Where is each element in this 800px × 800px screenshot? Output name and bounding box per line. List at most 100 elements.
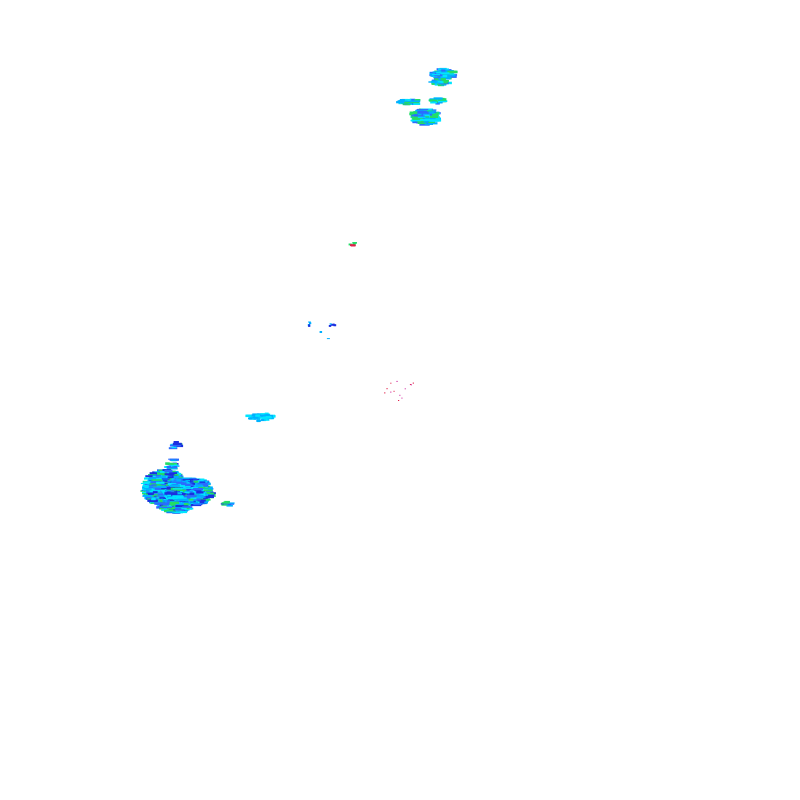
- echo-bin: [200, 492, 208, 494]
- echo-bin: [447, 71, 452, 74]
- echo-bin: [169, 470, 176, 473]
- echo-bin: [413, 115, 425, 117]
- echo-bin: [413, 102, 421, 105]
- echo-bin: [256, 419, 261, 422]
- echo-bin: [151, 484, 157, 486]
- echo-bin: [146, 488, 152, 491]
- echo-bin: [140, 490, 151, 492]
- echo-bin: [425, 121, 432, 123]
- echo-bin: [170, 459, 177, 462]
- echo-bin: [184, 482, 195, 485]
- echo-bin: [197, 499, 206, 502]
- echo-bin: [435, 103, 440, 105]
- echo-bin: [169, 501, 179, 504]
- echo-bin: [409, 100, 421, 103]
- echo-bin: [159, 497, 166, 499]
- echo-bin: [162, 479, 168, 482]
- echo-bin: [270, 415, 276, 418]
- echo-bin: [163, 503, 170, 506]
- echo-bin: [147, 498, 154, 501]
- echo-bin: [142, 485, 149, 487]
- echo-bin: [410, 101, 420, 104]
- echo-bin: [166, 511, 175, 513]
- echo-bin: [422, 110, 434, 112]
- echo-bin: [152, 491, 158, 494]
- echo-bin: [308, 321, 311, 323]
- echo-bin: [198, 493, 209, 496]
- echo-layer: [140, 67, 458, 514]
- echo-bin: [186, 492, 192, 494]
- echo-bin: [182, 506, 193, 508]
- echo-bin: [428, 99, 437, 102]
- echo-bin: [167, 466, 178, 469]
- echo-bin: [183, 503, 189, 506]
- echo-bin: [148, 477, 157, 481]
- echo-bin: [171, 493, 176, 496]
- echo-bin: [409, 99, 415, 102]
- echo-bin: [185, 485, 191, 488]
- echo-bin: [173, 492, 178, 495]
- echo-bin: [164, 469, 173, 473]
- echo-bin: [162, 478, 170, 480]
- echo-bin: [224, 500, 230, 504]
- echo-bin: [185, 484, 195, 487]
- echo-bin: [161, 506, 172, 509]
- echo-bin: [396, 101, 405, 104]
- echo-bin: [352, 243, 356, 245]
- echo-bin: [386, 388, 388, 390]
- echo-bin: [147, 493, 159, 495]
- clutter-dots-center: [384, 380, 414, 401]
- echo-bin: [438, 81, 444, 83]
- echo-bin: [417, 120, 428, 123]
- echo-bin: [159, 483, 166, 486]
- echo-bin: [171, 467, 178, 470]
- echo-bin: [152, 476, 160, 479]
- echo-bin: [160, 471, 166, 473]
- echo-bin: [157, 472, 167, 475]
- echo-bin: [173, 441, 179, 444]
- echo-bin: [143, 481, 151, 484]
- echo-band-west: [245, 412, 276, 423]
- echo-bin: [164, 481, 173, 484]
- echo-bin: [190, 493, 201, 495]
- echo-bin: [154, 493, 164, 496]
- echo-bin: [264, 412, 269, 416]
- echo-bin: [193, 480, 199, 483]
- echo-bin: [168, 458, 177, 460]
- echo-bin: [390, 391, 392, 393]
- echo-bin: [417, 111, 430, 114]
- echo-bin: [181, 477, 192, 479]
- echo-bin: [157, 485, 168, 488]
- echo-bin: [196, 495, 204, 498]
- echo-bin: [253, 418, 261, 420]
- echo-bin: [404, 99, 412, 101]
- echo-bin: [441, 68, 449, 71]
- echo-bin: [149, 472, 160, 475]
- echo-bin: [390, 382, 392, 384]
- echo-bin: [432, 80, 437, 83]
- echo-bin: [163, 497, 169, 499]
- echo-bin: [206, 492, 215, 494]
- echo-bin: [428, 111, 435, 114]
- echo-bin: [401, 397, 403, 399]
- echo-bin: [427, 113, 439, 117]
- echo-bin: [433, 76, 438, 78]
- echo-bin: [205, 495, 214, 498]
- echo-bin: [398, 400, 400, 401]
- echo-bin: [165, 489, 172, 492]
- echo-bin: [169, 444, 180, 447]
- echo-bin: [167, 476, 177, 479]
- echo-bin: [196, 491, 204, 494]
- echo-bin: [167, 467, 172, 470]
- echo-bin: [440, 78, 446, 81]
- echo-bin: [171, 446, 177, 449]
- echo-bin: [169, 472, 178, 474]
- echo-bin: [226, 504, 233, 507]
- echo-bin: [145, 495, 151, 499]
- echo-bin: [146, 492, 154, 494]
- echo-bin: [170, 463, 178, 465]
- echo-bin: [440, 74, 448, 78]
- echo-bin: [200, 496, 208, 498]
- echo-bin: [423, 121, 435, 123]
- echo-bin: [424, 123, 433, 125]
